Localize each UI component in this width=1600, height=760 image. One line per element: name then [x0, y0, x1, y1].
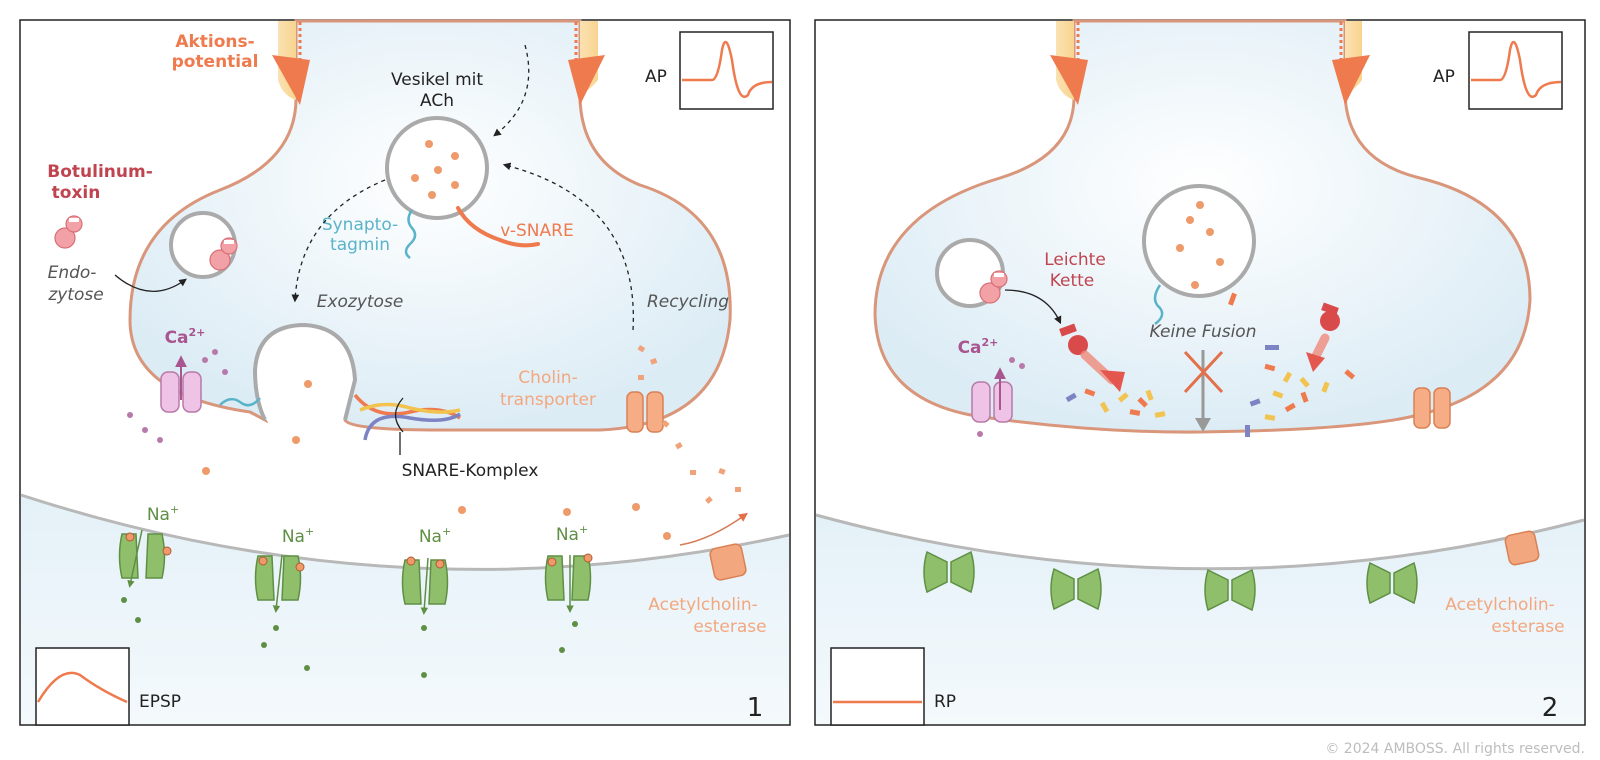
synaptotagmin-vesicle-2 [1153, 284, 1164, 326]
ap-trace [682, 40, 773, 98]
nachr-4: Na+ [544, 523, 593, 653]
toxin-label-2: toxin [52, 183, 101, 203]
nachr-3: Na+ [401, 525, 451, 678]
calcium-label: Ca2+ [165, 326, 206, 348]
calcium-ions-2 [977, 357, 1025, 437]
postsynaptic-cell-2 [816, 515, 1584, 724]
panel-1-number: 1 [747, 693, 764, 723]
panel-2: AP Leichte Kette Keine Fusion [814, 19, 1586, 726]
snare-complex-yellow [359, 402, 461, 414]
synaptotagmin-label-1: Synapto- [322, 215, 398, 235]
acetylcholinesterase [709, 543, 747, 581]
ap-arrow-right [568, 55, 605, 105]
fusing-vesicle [252, 322, 358, 421]
ach-dots [411, 140, 459, 199]
ache-arrow [679, 512, 748, 546]
ap-arrow-right-2 [1332, 55, 1370, 105]
no-fusion-arrowhead [1195, 418, 1211, 432]
ap-box-label: AP [645, 67, 667, 87]
light-chain-arrow [1004, 289, 1062, 325]
endocytosis-label-2: zytose [47, 285, 103, 305]
epsp-label: EPSP [139, 692, 181, 712]
ache2-label-2: esterase [1491, 617, 1564, 637]
toxin-label-1: Botulinum- [47, 162, 153, 182]
acetylcholinesterase-2 [1504, 530, 1540, 566]
light-chain-left [1059, 323, 1088, 355]
calcium-label-2: Ca2+ [958, 336, 999, 358]
ap-box-label-2: AP [1433, 67, 1455, 87]
vesicle-ach-2 [1142, 184, 1256, 298]
postsynaptic-membrane-2 [815, 513, 1585, 571]
light-chain-right [1320, 302, 1340, 331]
exocytosis-dashed-arrow [291, 179, 386, 303]
recycling-label: Recycling [647, 292, 729, 312]
copyright: © 2024 AMBOSS. All rights reserved. [1325, 741, 1585, 757]
postsynaptic-cell [21, 495, 789, 724]
ach-dots-2 [1176, 201, 1224, 289]
ap-trace-2 [1471, 40, 1562, 98]
snare-complex-purple [363, 412, 461, 441]
v-snare-label: v-SNARE [500, 221, 573, 241]
sodium-label-3: Na+ [419, 525, 451, 547]
sodium-label-2: Na+ [282, 525, 314, 547]
released-ach [202, 380, 671, 540]
action-potential-label-1: Aktions- [175, 32, 254, 52]
rp-label: RP [934, 692, 956, 712]
cleaved-vsnare [1228, 292, 1237, 306]
nachr-1: Na+ [118, 503, 179, 623]
sodium-label-4: Na+ [556, 523, 588, 545]
calcium-ions [127, 349, 228, 443]
ache2-label-1: Acetylcholin- [1445, 595, 1554, 615]
synaptotagmin-label-2: tagmin [330, 235, 390, 255]
no-fusion-label: Keine Fusion [1150, 322, 1257, 342]
panel-1: Aktions- potential AP Vesikel mit ACh Sy… [19, 19, 791, 726]
snare-bracket [394, 397, 404, 433]
choline-fragments [637, 345, 741, 504]
sodium-label-1: Na+ [147, 503, 179, 525]
snare-fragments-left [1065, 388, 1166, 418]
snare-complex-label: SNARE-Komplex [402, 461, 539, 481]
ache-label-1: Acetylcholin- [648, 595, 757, 615]
light-chain-left-arrowhead [1100, 370, 1125, 392]
recycling-dashed-arrow [502, 162, 634, 331]
ap-box [679, 31, 774, 110]
nachr-2: Na+ [254, 525, 314, 671]
snare-fragments-right [1245, 345, 1356, 437]
exocytosis-label: Exozytose [317, 292, 404, 312]
light-chain-label-2: Kette [1050, 271, 1095, 291]
endocytosis-arrow [114, 274, 187, 292]
epsp-box [35, 647, 130, 726]
ap-arrow-left [272, 55, 310, 105]
endocytosis-label-1: Endo- [48, 263, 97, 283]
light-chain-label-1: Leichte [1044, 250, 1106, 270]
epsp-trace [36, 671, 128, 704]
vesicle-label-1: Vesikel mit [391, 70, 483, 90]
cholin-label-1: Cholin- [518, 368, 577, 388]
action-potential-label-2: potential [172, 52, 259, 72]
cholin-label-2: transporter [500, 390, 596, 410]
ache-label-2: esterase [693, 617, 766, 637]
panel-2-number: 2 [1542, 693, 1559, 723]
synaptotagmin-vesicle [404, 209, 417, 259]
synaptotagmin-membrane [219, 397, 261, 407]
no-fusion-cross-2 [1183, 350, 1224, 394]
light-chain-right-arrow [1310, 333, 1330, 363]
incoming-dashed-arrow [493, 44, 530, 137]
light-chain-right-arrowhead [1306, 352, 1325, 372]
v-snare-strand [456, 206, 540, 248]
vesicle-label-2: ACh [420, 91, 454, 111]
ap-arrow-left-2 [1050, 55, 1088, 105]
rp-box [830, 647, 925, 726]
